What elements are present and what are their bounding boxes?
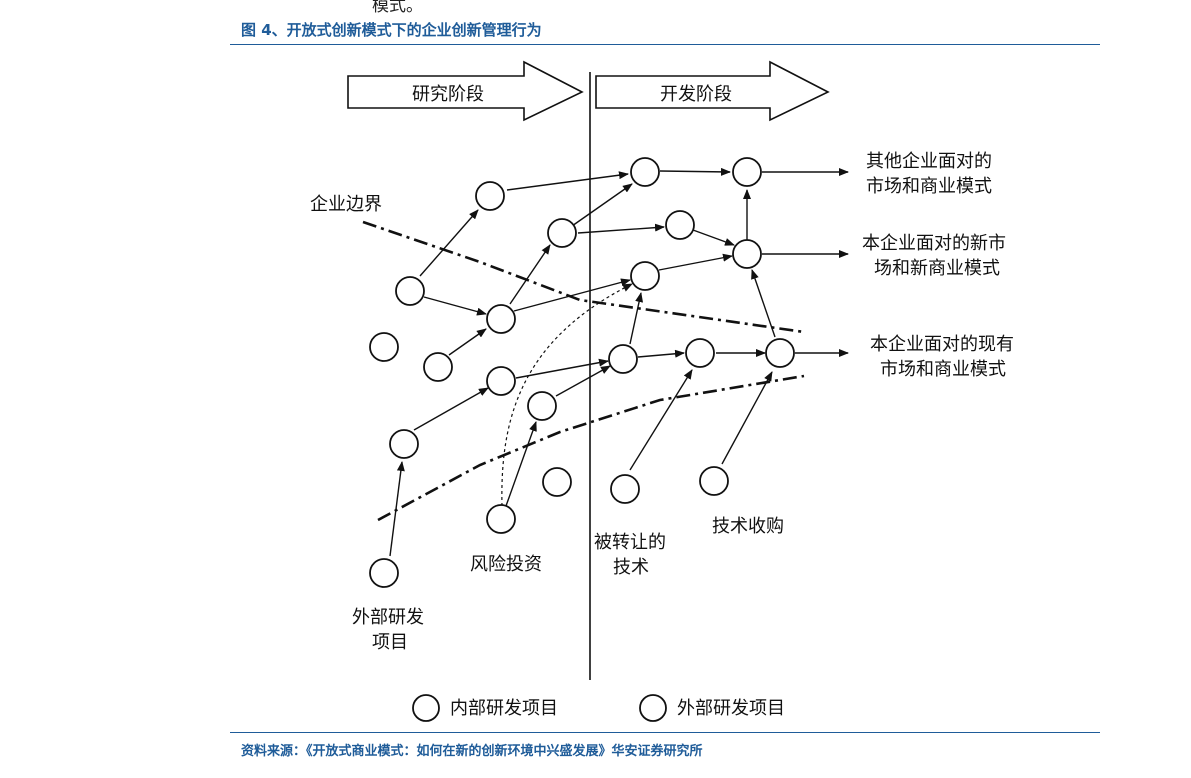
- outcome-new-market-line2: 场和新商业模式: [874, 258, 1000, 279]
- source-licensed-tech-line1: 被转让的: [594, 532, 666, 553]
- outcome-other-market-line1: 其他企业面对的: [866, 151, 992, 172]
- project-node: [486, 366, 516, 396]
- project-node: [665, 210, 695, 240]
- legend-external-icon: [639, 694, 667, 722]
- project-node: [369, 558, 399, 588]
- source-external-rd-line1: 外部研发: [352, 607, 424, 628]
- legend-external-label: 外部研发项目: [677, 698, 785, 719]
- project-node: [369, 332, 399, 362]
- project-node: [486, 504, 516, 534]
- legend-internal-label: 内部研发项目: [450, 698, 558, 719]
- source-citation: 资料来源：《开放式商业模式：如何在新的创新环境中兴盛发展》华安证券研究所: [241, 744, 703, 759]
- project-node: [610, 474, 640, 504]
- venture-capital-dotted-path: [501, 283, 633, 507]
- title-divider: [230, 44, 1100, 45]
- source-venture-capital: 风险投资: [470, 554, 542, 575]
- outcome-current-market-line1: 本企业面对的现有: [870, 334, 1014, 355]
- company-boundary-lower: [377, 374, 805, 522]
- development-stage-arrow: [595, 60, 830, 122]
- company-boundary-upper: [362, 220, 805, 334]
- source-tech-acquisition: 技术收购: [712, 516, 784, 537]
- project-node: [765, 338, 795, 368]
- project-node: [608, 344, 638, 374]
- outcome-current-market-line2: 市场和商业模式: [880, 359, 1006, 380]
- project-node: [630, 157, 660, 187]
- flow-arrows: [389, 167, 849, 557]
- project-nodes: [369, 157, 795, 588]
- project-node: [547, 218, 577, 248]
- project-node: [542, 467, 572, 497]
- project-node: [732, 157, 762, 187]
- research-stage-arrow: [347, 60, 584, 122]
- source-external-rd-line2: 项目: [372, 632, 408, 653]
- project-node: [395, 276, 425, 306]
- project-node: [685, 338, 715, 368]
- legend-internal-icon: [412, 694, 440, 722]
- project-node: [486, 304, 516, 334]
- company-boundary-label: 企业边界: [310, 194, 382, 215]
- previous-paragraph-fragment: 模式。: [372, 0, 423, 16]
- project-node: [475, 181, 505, 211]
- project-node: [699, 466, 729, 496]
- source-divider: [230, 732, 1100, 733]
- project-node: [423, 352, 453, 382]
- outcome-new-market-line1: 本企业面对的新市: [862, 233, 1006, 254]
- outcome-other-market-line2: 市场和商业模式: [866, 176, 992, 197]
- project-node: [732, 239, 762, 269]
- development-stage-label: 开发阶段: [660, 84, 732, 105]
- figure-title: 图 4、开放式创新模式下的企业创新管理行为: [241, 21, 542, 39]
- project-node: [389, 429, 419, 459]
- source-licensed-tech-line2: 技术: [613, 557, 649, 578]
- project-node: [630, 261, 660, 291]
- research-stage-label: 研究阶段: [412, 84, 484, 105]
- project-node: [527, 391, 557, 421]
